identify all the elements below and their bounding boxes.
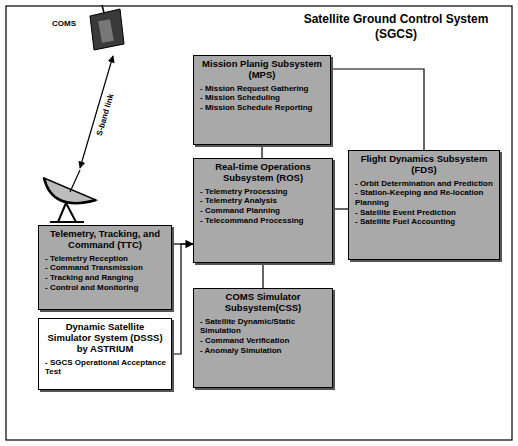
connector-line [333, 208, 348, 209]
box-heading: Mission Planig Subsystem (MPS) [198, 59, 326, 81]
box-item: - Station-Keeping and Re-location Planni… [353, 188, 495, 207]
box-heading: Telemetry, Tracking, and Command (TTC) [43, 229, 167, 251]
box-item: - Telemetry Processing [198, 187, 328, 197]
link-label: S-band link [96, 93, 116, 137]
diagram-title: Satellite Ground Control System (SGCS) [285, 12, 507, 42]
box-item: - Command Verification [198, 336, 328, 346]
box-item: - Orbit Determination and Prediction [353, 179, 495, 189]
box-item: - Anomaly Simulation [198, 346, 328, 356]
subsystem-box: Real-time Operations Subsystem (ROS) - Te… [193, 158, 333, 263]
box-item: - Telemetry Analysis [198, 196, 328, 206]
box-item: - Satellite Fuel Accounting [353, 217, 495, 227]
box-heading: Dynamic Satellite Simulator System (DSSS… [43, 322, 167, 355]
box-item: - Command Transmission [43, 263, 167, 273]
box-item: - Tracking and Ranging [43, 273, 167, 283]
box-item: - Telecommand Processing [198, 216, 328, 226]
box-item: - Control and Monitoring [43, 283, 167, 293]
subsystem-box: Telemetry, Tracking, and Command (TTC) - … [38, 225, 172, 310]
subsystem-box: Flight Dynamics Subsystem (FDS) - Orbit D… [348, 150, 500, 260]
antenna-icon [44, 170, 96, 222]
connector-line [262, 263, 263, 288]
connector-line [331, 69, 424, 150]
subsystem-box: COMS Simulator Subsystem(CSS) - Satellite… [193, 288, 333, 388]
box-item: - SGCS Operational Acceptance Test [43, 358, 167, 377]
subsystem-box: Mission Planig Subsystem (MPS) - Mission … [193, 55, 331, 145]
satellite-icon [90, 5, 124, 50]
box-item: - Command Planning [198, 206, 328, 216]
box-heading: COMS Simulator Subsystem(CSS) [198, 292, 328, 314]
box-item: - Mission Schedule Reporting [198, 103, 326, 113]
box-item: - Satellite Dynamic/Static Simulation [198, 317, 328, 336]
box-item: - Mission Scheduling [198, 93, 326, 103]
connector-line [172, 244, 193, 354]
box-item: - Satellite Event Prediction [353, 208, 495, 218]
box-heading: Real-time Operations Subsystem (ROS) [198, 162, 328, 184]
box-item: - Mission Request Gathering [198, 84, 326, 94]
system-frame [6, 6, 512, 440]
box-item: - Telemetry Reception [43, 254, 167, 264]
subsystem-box: Dynamic Satellite Simulator System (DSSS… [38, 318, 172, 390]
box-heading: Flight Dynamics Subsystem (FDS) [353, 154, 495, 176]
connector-line [261, 145, 262, 158]
satellite-name: COMS [52, 20, 76, 29]
